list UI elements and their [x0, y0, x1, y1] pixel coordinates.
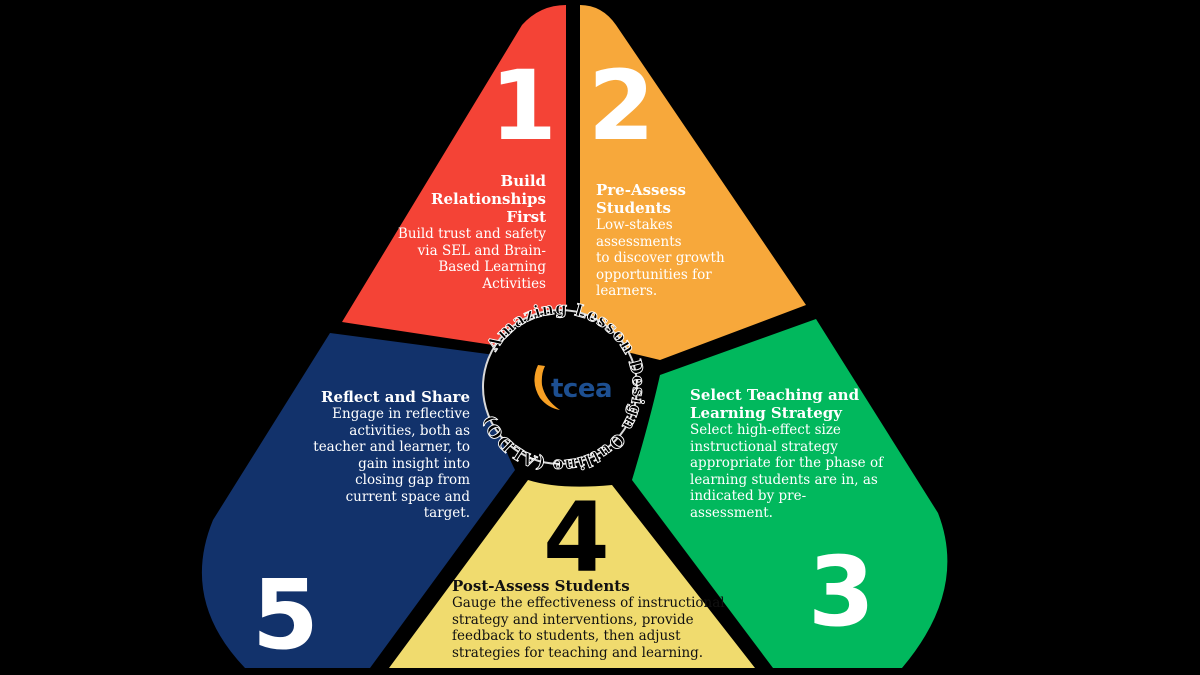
section-2-text: Pre-Assess Students Low-stakes assessmen…	[596, 181, 766, 300]
section-1-shape	[342, 5, 566, 362]
section-3-text: Select Teaching and Learning Strategy Se…	[690, 386, 920, 521]
section-2-title: Pre-Assess Students	[596, 181, 686, 217]
section-1-number: 1	[490, 50, 557, 162]
section-5-shape	[201, 333, 515, 668]
section-4-body: Gauge the effectiveness of instructional…	[452, 595, 725, 661]
section-4-shape	[389, 480, 755, 668]
section-3-number: 3	[808, 536, 875, 648]
section-4-text: Post-Assess Students Gauge the effective…	[452, 577, 732, 661]
section-2-number: 2	[588, 50, 655, 162]
section-1-title: Build Relationships First	[431, 172, 546, 226]
section-5-body: Engage in reflective activities, both as…	[313, 406, 470, 521]
logo-swoosh-icon	[534, 365, 560, 410]
section-3-body: Select high-effect size instructional st…	[690, 422, 884, 521]
section-1-body: Build trust and safety via SEL and Brain…	[397, 226, 546, 292]
section-5-number: 5	[252, 559, 319, 671]
section-5-text: Reflect and Share Engage in reflective a…	[300, 388, 470, 522]
section-2-shape	[580, 5, 806, 360]
section-4-title: Post-Assess Students	[452, 577, 630, 595]
logo-text: tcea	[551, 374, 613, 404]
section-4-number: 4	[543, 482, 610, 594]
section-5-title: Reflect and Share	[321, 388, 470, 406]
section-1-text: Build Relationships First Build trust an…	[378, 172, 546, 292]
section-3-title: Select Teaching and Learning Strategy	[690, 386, 860, 422]
section-3-shape	[632, 319, 948, 668]
section-2-body: Low-stakes assessments to discover growt…	[596, 217, 725, 299]
